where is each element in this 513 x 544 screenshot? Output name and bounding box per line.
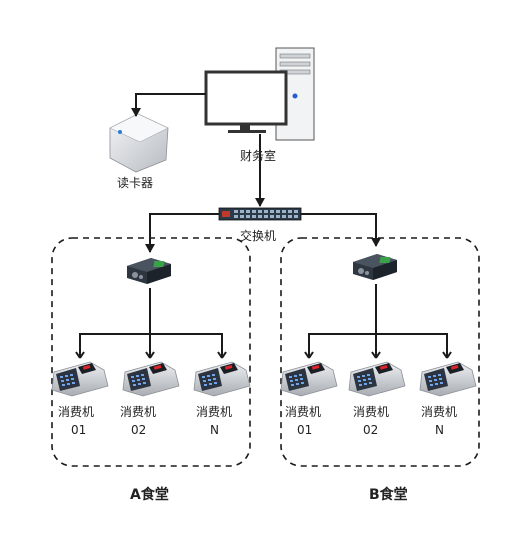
pos-terminal-icon	[419, 361, 477, 397]
switch-port	[270, 210, 274, 213]
switch-port	[276, 210, 280, 213]
hall-b-boundary	[280, 237, 480, 467]
switch-port	[234, 215, 238, 218]
terminal-number: 02	[363, 423, 379, 437]
switch-port	[270, 215, 274, 218]
switch-port	[252, 215, 256, 218]
network-switch-icon	[218, 207, 302, 221]
terminal-number: 01	[297, 423, 313, 437]
hall-b-title: B食堂	[369, 487, 408, 503]
hall-a-boundary	[51, 237, 251, 467]
switch-port	[294, 215, 298, 218]
terminal-label: 消费机	[285, 405, 322, 419]
switch-port	[264, 210, 268, 213]
terminal-label: 消费机	[421, 405, 458, 419]
switch-label: 交换机	[240, 229, 277, 243]
switch-port	[258, 215, 262, 218]
switch-port	[276, 215, 280, 218]
converter-icon	[127, 258, 171, 284]
finance-room-label: 财务室	[240, 149, 277, 163]
switch-port	[240, 215, 244, 218]
switch-port	[294, 210, 298, 213]
terminal-label: 消费机	[120, 405, 157, 419]
switch-port	[246, 210, 250, 213]
switch-port	[234, 210, 238, 213]
switch-port	[288, 215, 292, 218]
terminal-number: N	[435, 423, 444, 437]
pos-terminal-icon	[193, 361, 251, 397]
terminal-number: 01	[71, 423, 87, 437]
pos-terminal-icon	[280, 361, 338, 397]
switch-port	[240, 210, 244, 213]
pos-terminal-icon	[348, 361, 406, 397]
card-reader-icon	[109, 113, 169, 173]
terminal-number: 02	[131, 423, 147, 437]
terminal-label: 消费机	[196, 405, 233, 419]
switch-port	[252, 210, 256, 213]
switch-port	[288, 210, 292, 213]
pos-terminal-icon	[122, 361, 180, 397]
terminal-number: N	[210, 423, 219, 437]
hall-a-title: A食堂	[130, 487, 169, 503]
switch-port	[258, 210, 262, 213]
terminal-label: 消费机	[58, 405, 95, 419]
switch-port	[264, 215, 268, 218]
switch-port	[246, 215, 250, 218]
computer-icon	[204, 47, 315, 141]
pos-terminal-icon	[51, 361, 109, 397]
connection-lines	[75, 93, 452, 359]
terminal-label: 消费机	[353, 405, 390, 419]
switch-port	[282, 210, 286, 213]
card-reader-label: 读卡器	[117, 176, 154, 190]
converter-icon	[353, 254, 397, 280]
switch-port	[282, 215, 286, 218]
